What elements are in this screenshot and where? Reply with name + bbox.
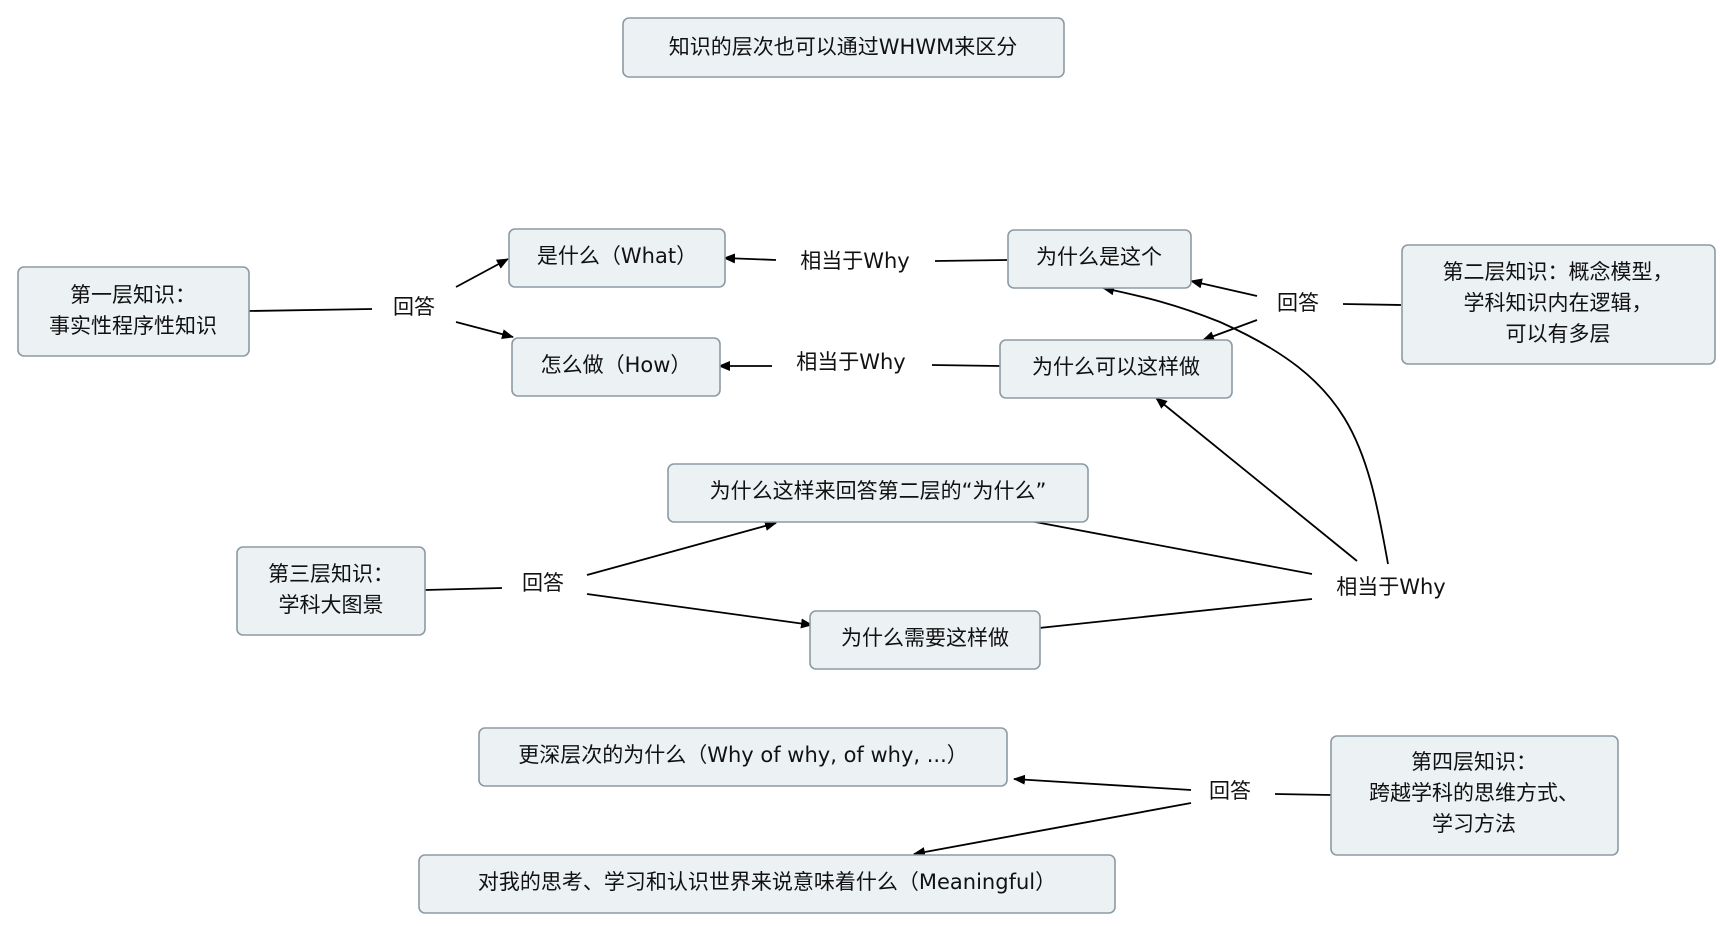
concept-level1[interactable]: 第一层知识： 事实性程序性知识 [17,266,250,357]
link-answer2[interactable]: 回答 [1277,291,1319,315]
concept-level3[interactable]: 第三层知识： 学科大图景 [236,546,426,636]
concept-what-text: 是什么（What） [537,244,697,268]
concept-how[interactable]: 怎么做（How） [511,337,721,397]
concept-why-need[interactable]: 为什么需要这样做 [809,610,1041,670]
edge-answer1-what [455,258,509,288]
link-eq-why2[interactable]: 相当于Why [796,350,906,374]
concept-why-answer[interactable]: 为什么这样来回答第二层的“为什么” [667,463,1089,523]
concept-deeper[interactable]: 更深层次的为什么（Why of why, of why, ...） [478,727,1008,787]
concept-why-need-text: 为什么需要这样做 [841,626,1009,650]
concept-level4[interactable]: 第四层知识： 跨越学科的思维方式、 学习方法 [1330,735,1619,856]
link-answer1[interactable]: 回答 [393,295,435,319]
concept-why-this-text: 为什么是这个 [1036,245,1162,269]
concept-level2-line2: 学科知识内在逻辑， [1464,291,1653,315]
concept-how-text: 怎么做（How） [541,353,692,377]
edge-answer3-whyneed [586,593,813,629]
edge-answer4-deeper [1013,774,1192,791]
edge-answer3-whyanswer [586,521,777,576]
edge-level4-answer4 [1274,793,1332,796]
concept-level3-line2: 学科大图景 [279,593,384,617]
concept-level1-line1: 第一层知识： [70,283,196,307]
link-phrases: 回答 相当于Why 相当于Why 回答 回答 相当于Why 回答 [393,249,1446,803]
concept-level1-line2: 事实性程序性知识 [49,314,217,338]
edge-eqwhy3-whyneed [1038,598,1313,629]
concept-level4-line3: 学习方法 [1432,812,1516,836]
concept-level2-line1: 第二层知识：概念模型， [1443,260,1674,284]
edge-level2-answer2 [1342,303,1402,306]
edge-answer1-how [455,321,514,340]
concept-why-answer-text: 为什么这样来回答第二层的“为什么” [710,479,1047,503]
edge-eqwhy3-whythis [1102,285,1389,565]
edge-whycan-eqwhy2 [931,364,1001,367]
edge-level3-answer3 [424,587,503,591]
edge-level1-answer1 [248,308,373,312]
concept-level4-line1: 第四层知识： [1411,750,1537,774]
edge-eqwhy1-what [723,253,777,264]
concept-why-can-text: 为什么可以这样做 [1032,355,1200,379]
edge-answer4-meaning [913,802,1192,857]
link-answer3[interactable]: 回答 [522,571,564,595]
link-eq-why3[interactable]: 相当于Why [1336,575,1446,599]
title-text: 知识的层次也可以通过WHWM来区分 [669,35,1017,59]
link-answer4[interactable]: 回答 [1209,779,1251,803]
edge-answer2-whycan [1202,319,1258,341]
concept-why-this[interactable]: 为什么是这个 [1007,229,1192,289]
concept-level2-line3: 可以有多层 [1506,322,1611,346]
link-eq-why1[interactable]: 相当于Why [800,249,910,273]
concept-why-can[interactable]: 为什么可以这样做 [999,339,1233,399]
concepts: 知识的层次也可以通过WHWM来区分 第一层知识： 事实性程序性知识 是什么（Wh… [17,17,1716,914]
concept-level2[interactable]: 第二层知识：概念模型， 学科知识内在逻辑， 可以有多层 [1401,244,1716,365]
edge-whythis-eqwhy1 [934,259,1008,262]
concept-meaning[interactable]: 对我的思考、学习和认识世界来说意味着什么（Meaningful） [418,854,1116,914]
concept-meaning-text: 对我的思考、学习和认识世界来说意味着什么（Meaningful） [478,870,1056,894]
edge-eqwhy3-whycan [1155,397,1358,562]
title-box[interactable]: 知识的层次也可以通过WHWM来区分 [622,17,1065,78]
concept-level4-line2: 跨越学科的思维方式、 [1369,781,1579,805]
connections [248,253,1402,857]
concept-deeper-text: 更深层次的为什么（Why of why, of why, ...） [518,743,968,767]
edge-eqwhy3-whyanswer [1029,520,1313,575]
concept-level3-line1: 第三层知识： [268,562,394,586]
edge-answer2-whythis [1190,278,1258,297]
concept-what[interactable]: 是什么（What） [508,228,726,288]
